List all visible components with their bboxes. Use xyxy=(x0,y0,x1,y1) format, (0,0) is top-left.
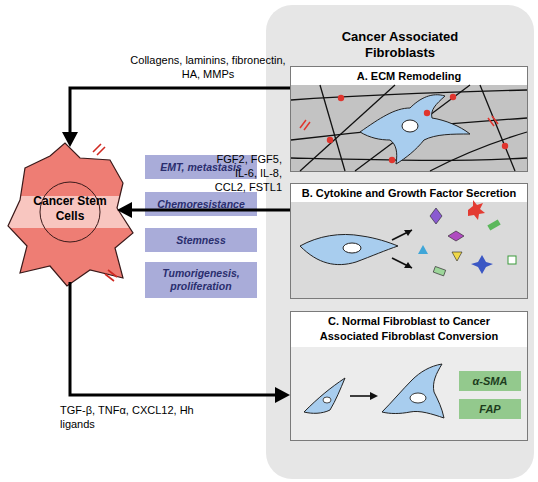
process-box: A. ECM Remodeling xyxy=(290,66,528,172)
connector-line xyxy=(70,88,290,135)
marker-tag: FAP xyxy=(459,399,521,419)
edge-label: Collagens, laminins, fibronectin, HA, MM… xyxy=(128,53,288,81)
edge-label: FGF2, FGF5, IL-6, IL-8, CCL2, FSTL1 xyxy=(206,152,282,194)
box-heading: B. Cytokine and Growth Factor Secretion xyxy=(291,186,527,201)
box-heading: A. ECM Remodeling xyxy=(291,69,527,84)
node-text: Cancer Stem Cells xyxy=(25,194,115,224)
box-heading: C. Normal Fibroblast to Cancer Associate… xyxy=(291,314,527,344)
node-text: Chemoresistance xyxy=(157,198,245,211)
node-text: Stemness xyxy=(176,234,226,247)
connector-line xyxy=(70,282,278,395)
connector-arrow xyxy=(70,282,290,403)
effect-box: Tumorigenesis, proliferation xyxy=(145,262,257,298)
marker-tag: α-SMA xyxy=(459,371,521,391)
node-text: Tumorigenesis, proliferation xyxy=(145,267,257,293)
process-box: B. Cytokine and Growth Factor Secretion xyxy=(290,183,528,299)
stem-cell: Cancer Stem Cells xyxy=(5,138,135,288)
cell-membrane xyxy=(8,143,133,286)
receptor xyxy=(93,144,105,155)
node-text: α-SMA xyxy=(473,375,508,387)
effect-box: Stemness xyxy=(145,228,257,252)
receptor xyxy=(105,270,117,281)
panel-title: Cancer Associated Fibroblasts xyxy=(266,29,534,61)
connector-arrow xyxy=(62,88,290,147)
edge-label: TGF-β, TNFα, CXCL12, Hh ligands xyxy=(60,403,210,431)
node-text: FAP xyxy=(479,403,500,415)
effect-box: Chemoresistance xyxy=(145,192,257,216)
fibroblast-panel: Cancer Associated Fibroblasts A. ECM Remo… xyxy=(266,5,534,479)
process-box: C. Normal Fibroblast to Cancer Associate… xyxy=(290,311,528,441)
